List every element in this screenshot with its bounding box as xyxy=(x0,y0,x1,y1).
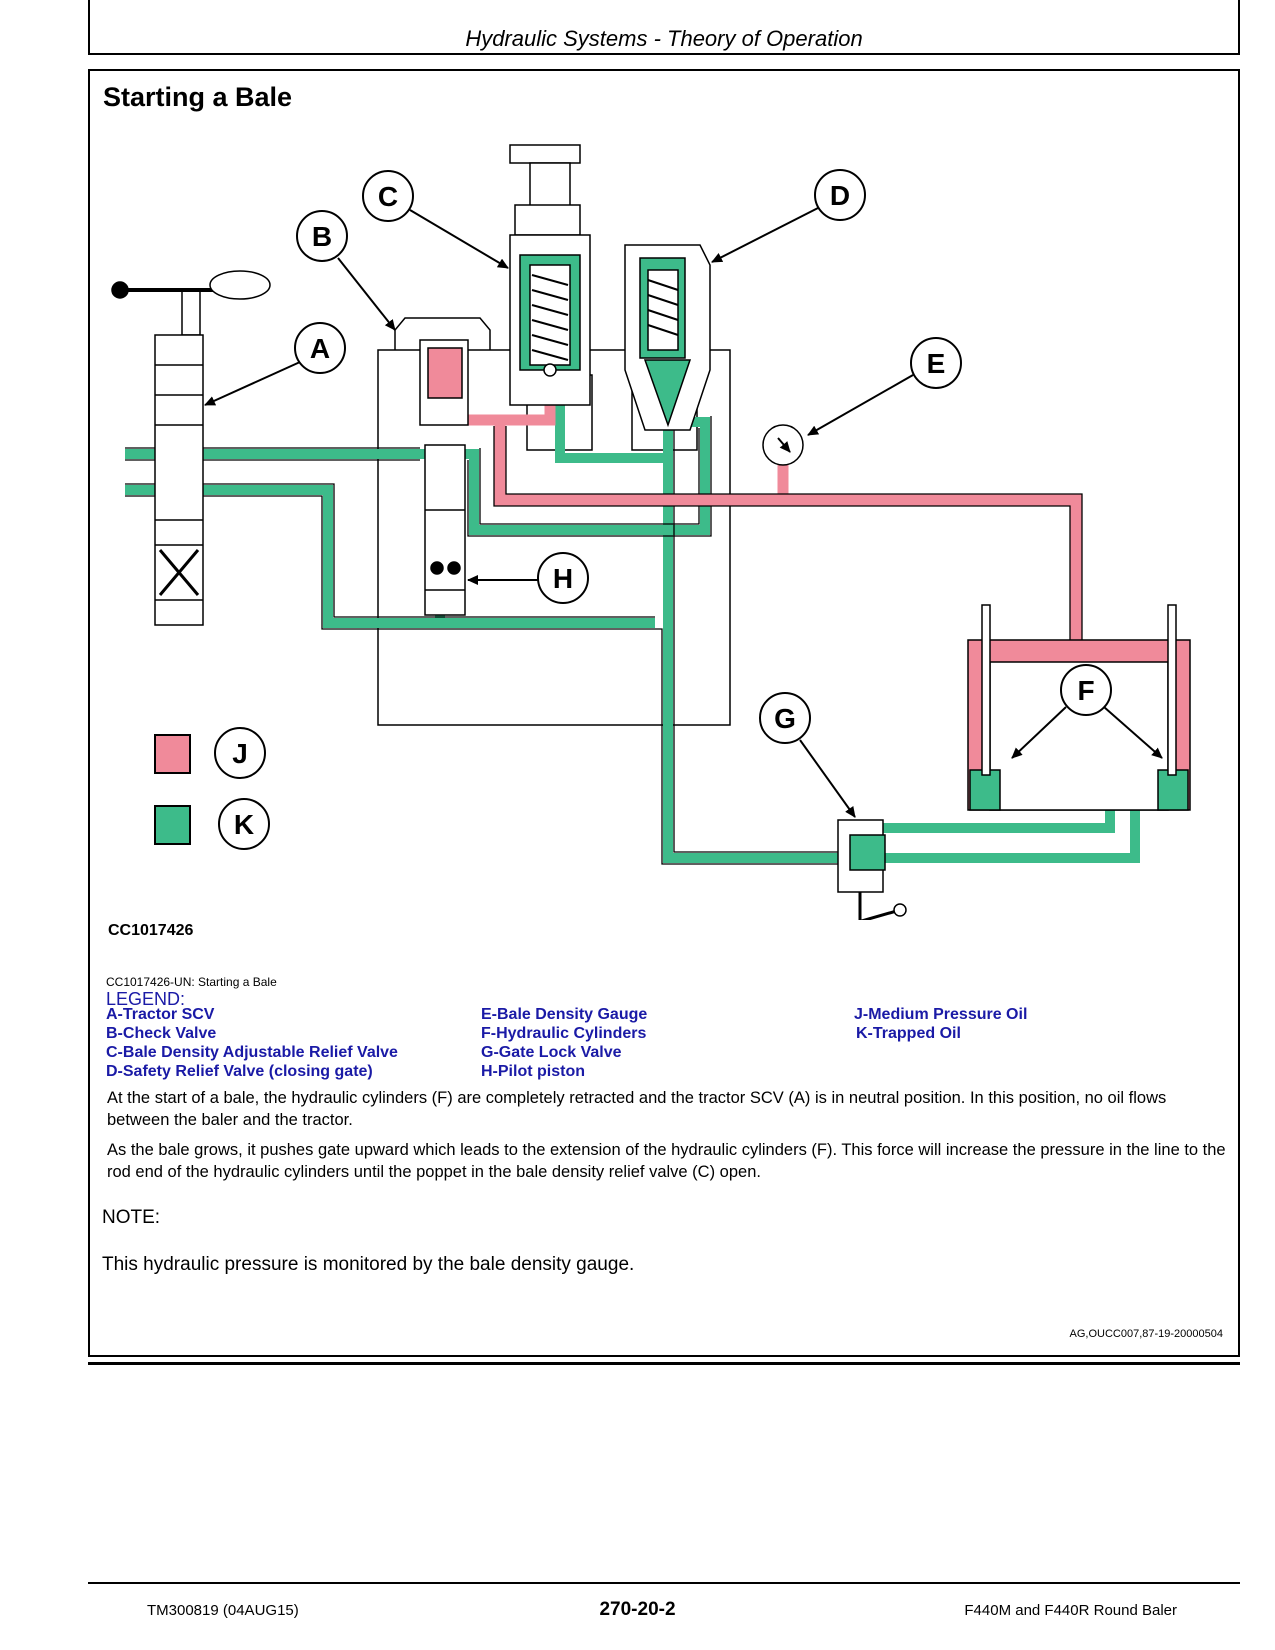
legend-item-b: B-Check Valve xyxy=(106,1025,217,1042)
section-title: Starting a Bale xyxy=(103,82,293,112)
safety-relief-valve xyxy=(624,244,711,431)
hydraulic-schematic: A B C D E F G H J K xyxy=(111,144,1191,920)
callout-d-label: D xyxy=(830,180,850,211)
callout-k-label: K xyxy=(234,809,254,840)
tractor-scv xyxy=(111,270,271,626)
callout-j-label: J xyxy=(232,738,248,769)
figure-caption: CC1017426-UN: Starting a Bale xyxy=(106,975,277,989)
legend-item-g: G-Gate Lock Valve xyxy=(481,1044,622,1061)
callout-h: H xyxy=(467,552,589,604)
trapped-oil-line-outlines xyxy=(125,416,860,865)
figure-id: CC1017426 xyxy=(108,922,194,939)
legend-item-k: K-Trapped Oil xyxy=(856,1025,961,1042)
callout-b: B xyxy=(296,210,396,331)
header-title: Hydraulic Systems - Theory of Operation xyxy=(465,26,863,51)
gate-lock-valve xyxy=(837,819,907,920)
callout-f: F xyxy=(1011,664,1163,759)
legend-item-e: E-Bale Density Gauge xyxy=(481,1006,648,1023)
callout-g-label: G xyxy=(774,703,796,734)
callout-e-label: E xyxy=(927,348,946,379)
footer-product: F440M and F440R Round Baler xyxy=(964,1602,1177,1619)
bale-density-relief-valve xyxy=(509,144,591,406)
callout-e: E xyxy=(807,337,962,436)
legend-item-c: C-Bale Density Adjustable Relief Valve xyxy=(106,1044,398,1061)
legend-item-d: D-Safety Relief Valve (closing gate) xyxy=(106,1063,373,1080)
callout-g: G xyxy=(759,692,856,818)
callout-k: K xyxy=(218,798,270,850)
callout-j: J xyxy=(214,727,266,779)
legend-item-j: J-Medium Pressure Oil xyxy=(854,1006,1028,1023)
legend-item-a: A-Tractor SCV xyxy=(106,1006,215,1023)
callout-h-label: H xyxy=(553,563,573,594)
bale-density-gauge xyxy=(762,424,804,466)
medium-pressure-line-outlines xyxy=(493,426,1083,642)
legend-title: LEGEND: xyxy=(106,989,186,1009)
swatch-medium-pressure xyxy=(154,734,191,774)
paragraph-1: At the start of a bale, the hydraulic cy… xyxy=(107,1089,1167,1129)
check-valve xyxy=(419,339,469,616)
swatch-trapped-oil xyxy=(154,805,191,845)
callout-a: A xyxy=(204,322,346,406)
callout-c: C xyxy=(362,170,509,269)
section-divider xyxy=(88,1362,1240,1365)
callout-f-label: F xyxy=(1077,675,1094,706)
paragraph-2: As the bale grows, it pushes gate upward… xyxy=(107,1141,1226,1181)
callout-b-label: B xyxy=(312,221,332,252)
callout-d: D xyxy=(711,169,866,263)
note-label: NOTE: xyxy=(102,1207,161,1228)
footer-manual-id: TM300819 (04AUG15) xyxy=(147,1602,299,1619)
legend-item-f: F-Hydraulic Cylinders xyxy=(481,1025,647,1042)
content-box xyxy=(88,69,1240,1357)
reference-code: AG,OUCC007,87-19-20000504 xyxy=(1069,1328,1223,1340)
page-header: Hydraulic Systems - Theory of Operation xyxy=(88,0,1240,55)
callouts: A B C D E F G H J K xyxy=(204,169,1163,850)
callout-a-label: A xyxy=(310,333,330,364)
page-number: 270-20-2 xyxy=(599,1599,676,1620)
callout-c-label: C xyxy=(378,181,398,212)
footer-divider xyxy=(88,1582,1240,1584)
note-text: This hydraulic pressure is monitored by … xyxy=(102,1254,635,1275)
legend-item-h: H-Pilot piston xyxy=(481,1063,585,1080)
